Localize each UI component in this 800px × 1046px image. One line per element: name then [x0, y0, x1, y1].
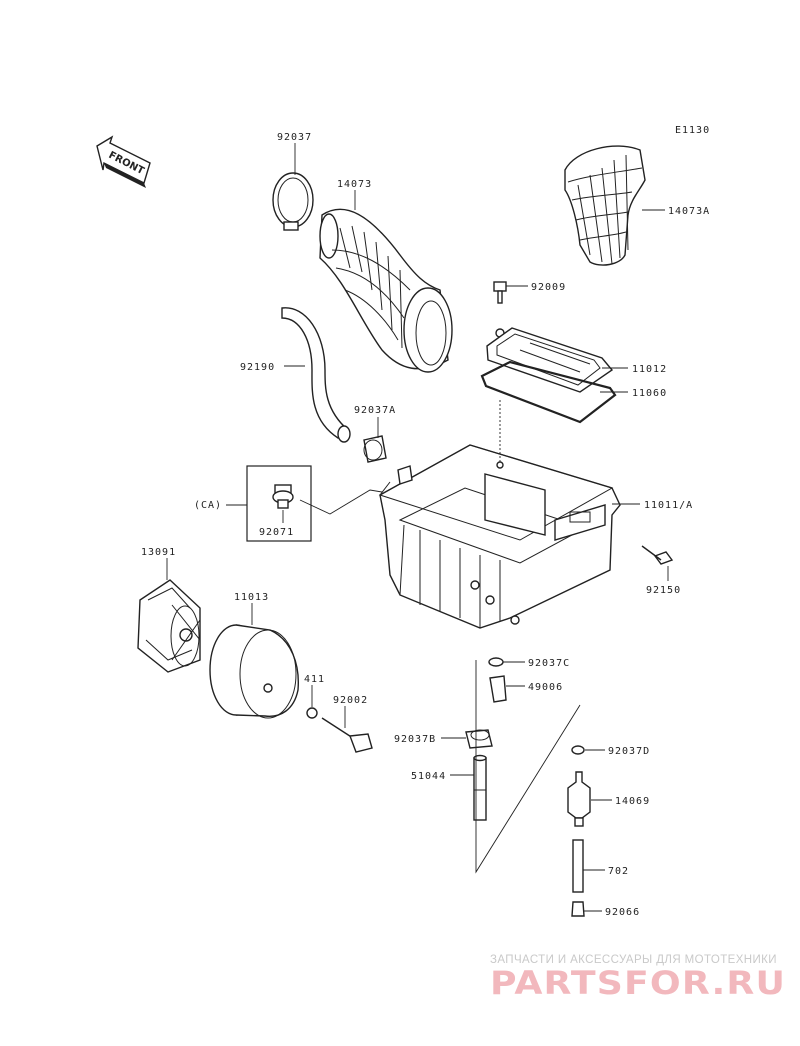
bolt-92009 — [493, 281, 507, 338]
gasket-11060 — [480, 360, 617, 424]
part-label-14069: 14069 — [615, 796, 650, 807]
part-label-411: 411 — [304, 674, 325, 685]
part-label-13091: 13091 — [141, 547, 176, 558]
watermark: ЗАПЧАСТИ И АКСЕССУАРЫ ДЛЯ МОТОТЕХНИКИ PA… — [490, 954, 786, 1002]
part-label-92190: 92190 — [240, 362, 275, 373]
part-label-92037: 92037 — [277, 132, 312, 143]
cover-11012 — [486, 327, 614, 393]
intake-duct-14073 — [319, 208, 453, 373]
leader-lines — [166, 143, 669, 912]
diagram-code: E1130 — [675, 125, 710, 136]
part-label-92037c: 92037C — [528, 658, 570, 669]
front-arrow-icon: FRONT — [96, 135, 151, 188]
part-label-92009: 92009 — [531, 282, 566, 293]
clamp-92037 — [272, 172, 314, 231]
clamp-92037d — [571, 745, 585, 755]
part-label-92002: 92002 — [333, 695, 368, 706]
part-labels: 92037 14073 14073A 92009 11012 11060 921… — [141, 132, 710, 918]
part-label-92037d: 92037D — [608, 746, 650, 757]
part-label-51044: 51044 — [411, 771, 446, 782]
cap-49006 — [489, 675, 507, 703]
filter-14069 — [567, 771, 591, 827]
clamp-92037a — [363, 435, 387, 463]
part-label-49006: 49006 — [528, 682, 563, 693]
part-label-92066: 92066 — [605, 907, 640, 918]
clamp-92037c — [488, 657, 504, 667]
clamp-92037b — [465, 729, 493, 749]
bolt-92150 — [641, 545, 674, 565]
part-label-14073: 14073 — [337, 179, 372, 190]
mesh-cover-14073a — [564, 145, 646, 266]
washer-411 — [306, 707, 318, 719]
part-label-11060: 11060 — [632, 388, 667, 399]
ca-label: (CA) — [194, 500, 222, 511]
part-label-11013: 11013 — [234, 592, 269, 603]
part-label-702: 702 — [608, 866, 629, 877]
hose-92190 — [281, 307, 350, 439]
tube-51044 — [473, 754, 487, 821]
part-label-92071: 92071 — [259, 527, 294, 538]
tube-702 — [572, 839, 584, 893]
part-label-14073a: 14073A — [668, 206, 710, 217]
air-cleaner-case-11011a — [378, 400, 621, 629]
part-label-92037b: 92037B — [394, 734, 436, 745]
part-label-92150: 92150 — [646, 585, 681, 596]
part-label-11012: 11012 — [632, 364, 667, 375]
ca-inset-box — [246, 465, 383, 542]
part-label-11011a: 11011/A — [644, 500, 693, 511]
bolt-92002 — [321, 717, 373, 753]
air-filter-element-11013 — [209, 624, 299, 719]
part-label-92037a: 92037A — [354, 405, 396, 416]
watermark-tagline: ЗАПЧАСТИ И АКСЕССУАРЫ ДЛЯ МОТОТЕХНИКИ — [490, 954, 777, 966]
element-holder-13091 — [137, 579, 201, 673]
plug-92066 — [571, 901, 585, 917]
watermark-logo: PARTSFOR.RU — [490, 964, 786, 1002]
